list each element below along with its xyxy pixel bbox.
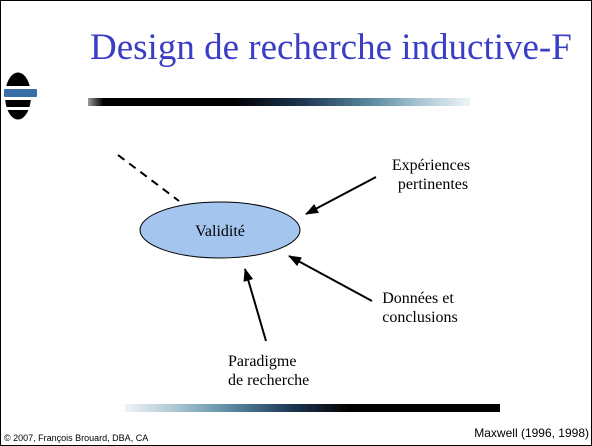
influence-label-donnees: Données et conclusions [382,290,458,326]
influence-label-line: Paradigme [228,353,296,370]
logo-globe [5,72,31,120]
header-divider-bar [88,98,470,106]
footer-divider-bar [125,404,500,412]
arrow-donnees [288,255,373,302]
arrow-experiences [305,176,377,215]
influence-label-line: Expériences [392,157,470,174]
validity-node: Validité [139,201,301,259]
influence-label-experiences: Expériences pertinentes [392,157,474,193]
arrow-paradigme [243,268,267,342]
validity-label: Validité [195,223,245,240]
dashed-connector [117,154,180,202]
influence-label-line: pertinentes [398,176,468,193]
slide-title: Design de recherche inductive-F [90,27,572,68]
copyright-notice: © 2007, François Brouard, DBA, CA [4,433,149,443]
influence-label-line: Données et [382,290,454,307]
influence-label-paradigme: Paradigme de recherche [228,353,309,389]
source-reference: Maxwell (1996, 1998) [474,426,589,440]
logo-icon [4,72,37,120]
logo-stripe [4,89,37,97]
influence-label-line: de recherche [228,372,309,389]
validity-ellipse [139,201,301,259]
influence-label-line: conclusions [382,309,458,326]
